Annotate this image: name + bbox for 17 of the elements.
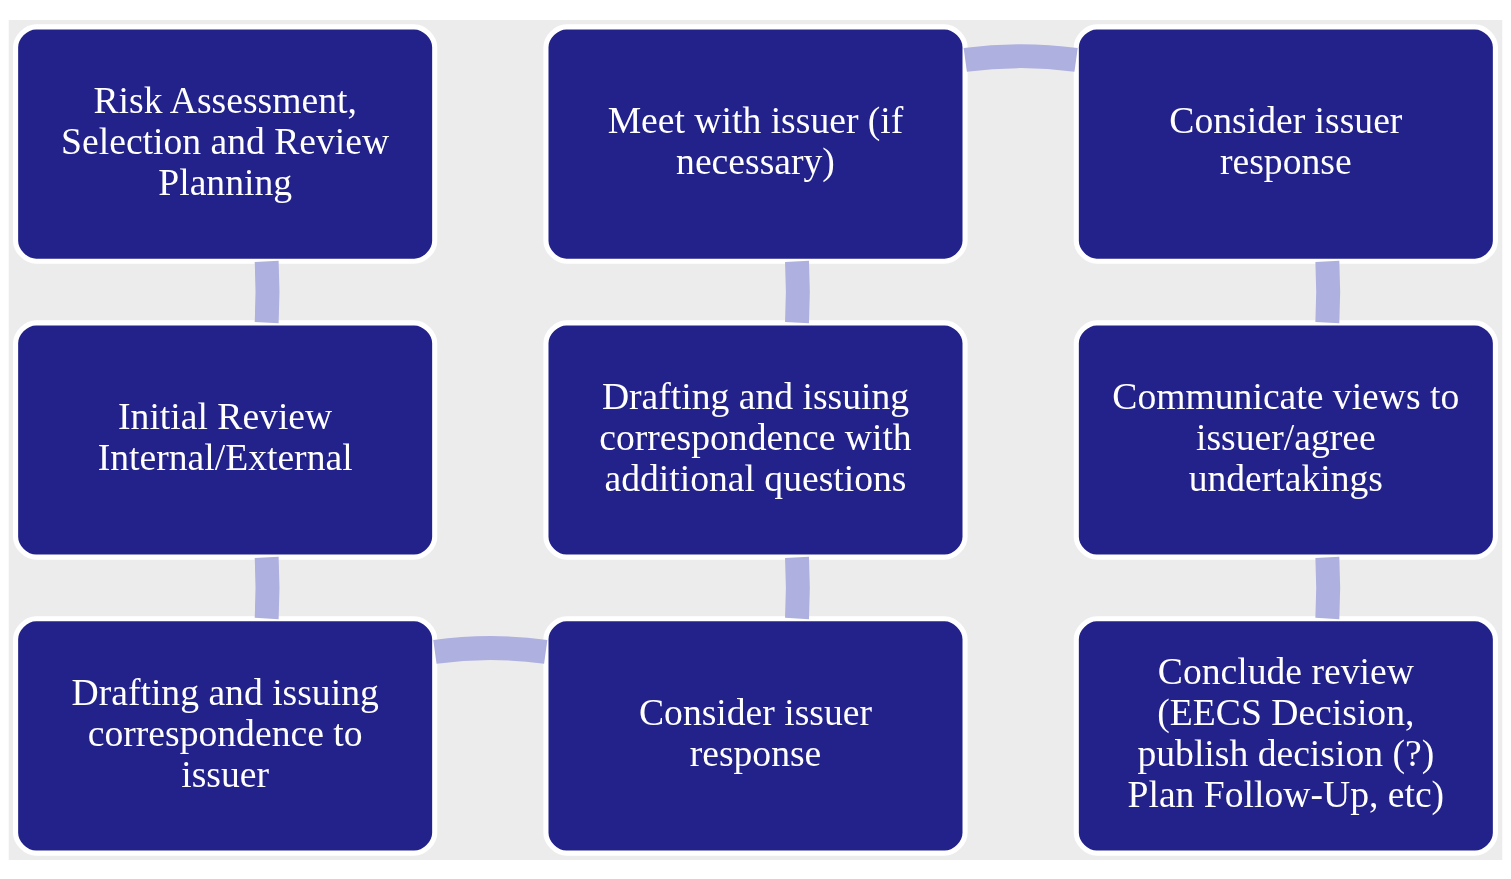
connector bbox=[785, 556, 810, 619]
node-box: Consider issuer response bbox=[1073, 23, 1498, 264]
node-box: Drafting and issuing correspondence with additional questions bbox=[543, 319, 968, 560]
node-box: Meet with issuer (if necessary) bbox=[543, 23, 968, 264]
node-box: Initial Review Internal/External bbox=[13, 319, 438, 560]
connector bbox=[433, 635, 548, 664]
connector bbox=[254, 260, 280, 323]
connector bbox=[1315, 260, 1341, 323]
node-box: Consider issuer response bbox=[543, 615, 968, 856]
connector bbox=[785, 260, 810, 323]
connector bbox=[1315, 556, 1341, 619]
node-box: Communicate views to issuer/agree undertakings bbox=[1073, 319, 1498, 560]
connector bbox=[254, 556, 280, 619]
node-box: Drafting and issuing correspondence to issuer bbox=[13, 615, 438, 856]
node-box: Risk Assessment, Selection and Review Planning bbox=[13, 23, 438, 264]
connector bbox=[963, 43, 1078, 72]
node-box: Conclude review (EECS Decision, publish decision (?) Plan Follow-Up, etc) bbox=[1073, 615, 1498, 856]
